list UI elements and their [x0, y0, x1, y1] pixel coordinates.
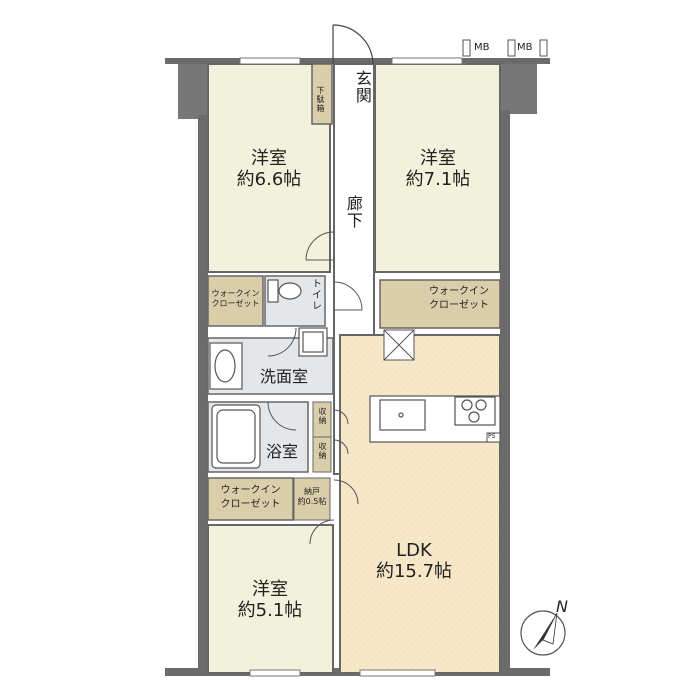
closet-small-label: 納戸 約0.5帖: [294, 487, 330, 507]
mb-label-2: MB: [517, 42, 533, 53]
ldk-label: LDK 約15.7帖: [366, 540, 462, 582]
bedroom-ne-name: 洋室: [420, 148, 456, 169]
toilet-label: トイレ: [309, 278, 321, 311]
ldk-size: 約15.7帖: [375, 561, 453, 583]
shoebox-label: 下駄箱: [316, 86, 325, 113]
bathroom-label: 浴室: [265, 442, 298, 461]
mb-label-1: MB: [474, 42, 490, 53]
closet-small-name: 納戸: [304, 487, 320, 496]
ps-label: PS: [488, 433, 496, 440]
kitchen-counter-icon: [369, 395, 501, 443]
storage-lower-label: 収納: [318, 442, 327, 460]
bedroom-ne-area: [374, 63, 501, 273]
wic-right-area: [379, 279, 501, 329]
washbasin-icon: [209, 342, 243, 390]
compass-north-label: N: [556, 597, 568, 616]
interior-door-icons: [267, 231, 363, 545]
entrance-label: 玄関: [352, 70, 372, 104]
ldk-area: [339, 334, 501, 674]
ventilation-icon: [383, 329, 415, 361]
bathtub-icon: [211, 404, 261, 469]
compass-icon: [520, 610, 566, 656]
wic-left-line1: ウォークイン: [211, 289, 260, 298]
bedroom-ne-size: 約7.1帖: [405, 169, 471, 191]
south-windows: [249, 669, 436, 677]
wic-left-area: [207, 275, 264, 327]
bedroom-sw-label: 洋室 約5.1帖: [230, 579, 310, 621]
bedroom-nw-name: 洋室: [251, 148, 287, 169]
entrance-door-icon: [332, 24, 374, 65]
storage-upper-label: 収納: [318, 407, 327, 425]
hallway-label: 廊下: [343, 195, 363, 229]
wic-right-line1: ウォークイン: [429, 286, 489, 297]
meter-box-markers: [462, 39, 548, 57]
wic-left-line2: クローゼット: [211, 299, 260, 308]
wic-right-label: ウォークイン クローゼット: [418, 285, 500, 312]
ps-marker: [486, 432, 501, 443]
bedroom-sw-size: 約5.1帖: [237, 600, 303, 622]
shoebox-area: [311, 63, 333, 125]
closet-small-area: [293, 477, 331, 521]
storage-lower-area: [312, 436, 332, 473]
wic-bottom-area: [207, 477, 294, 521]
wic-bottom-label: ウォークイン クローゼット: [208, 484, 293, 511]
bedroom-sw-name: 洋室: [252, 579, 288, 600]
wic-left-label: ウォークイン クローゼット: [208, 289, 263, 309]
bedroom-nw-label: 洋室 約6.6帖: [230, 148, 308, 190]
north-windows: [239, 57, 463, 65]
washroom-label: 洗面室: [259, 367, 308, 386]
toilet-icon: [267, 279, 302, 303]
wic-bottom-line2: クローゼット: [220, 498, 281, 510]
washing-machine-icon: [298, 327, 328, 357]
ldk-name: LDK: [396, 540, 432, 561]
wic-right-line2: クローゼット: [429, 299, 489, 311]
bedroom-ne-label: 洋室 約7.1帖: [397, 148, 479, 190]
closet-small-size: 約0.5帖: [297, 497, 327, 506]
bedroom-nw-size: 約6.6帖: [236, 169, 302, 191]
wic-bottom-line1: ウォークイン: [220, 485, 281, 496]
